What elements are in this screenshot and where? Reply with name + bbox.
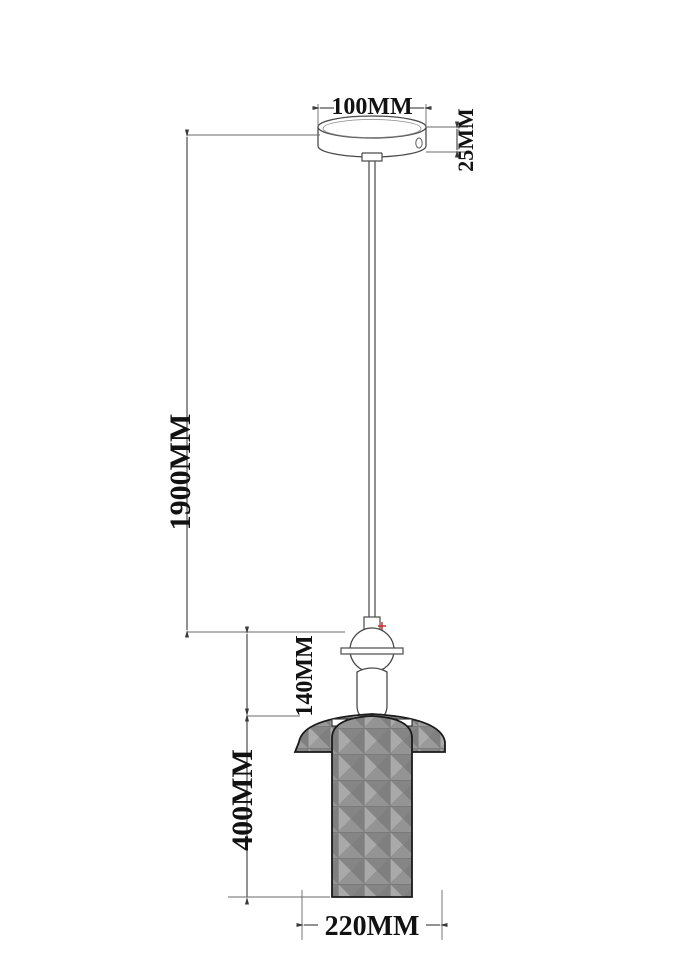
dimension-canopy-height: 25MM (426, 108, 478, 172)
dimension-label-canopy-diameter: 100MM (331, 94, 412, 120)
dimension-label-shade-height: 400MM (226, 749, 259, 851)
dimension-label-shade-diameter: 220MM (325, 911, 420, 942)
suspension-cord (368, 161, 376, 617)
lamp-socket-sphere (340, 627, 404, 673)
dimension-label-total-drop: 1900MM (164, 414, 197, 531)
dimension-shade-diameter: 220MM (296, 890, 448, 942)
dimension-total-drop: 1900MM (164, 129, 345, 638)
dimension-shade-height: 400MM (226, 708, 330, 905)
dimension-canopy-diameter: 100MM (312, 94, 432, 127)
dimension-lamp-head-height: 140MM (244, 626, 318, 722)
ceiling-canopy (317, 115, 427, 162)
dimension-label-lamp-head-height: 140MM (292, 635, 318, 716)
light-bulb (356, 667, 388, 718)
dimension-label-canopy-height: 25MM (453, 108, 478, 172)
shade-cylinder-body (331, 715, 413, 898)
